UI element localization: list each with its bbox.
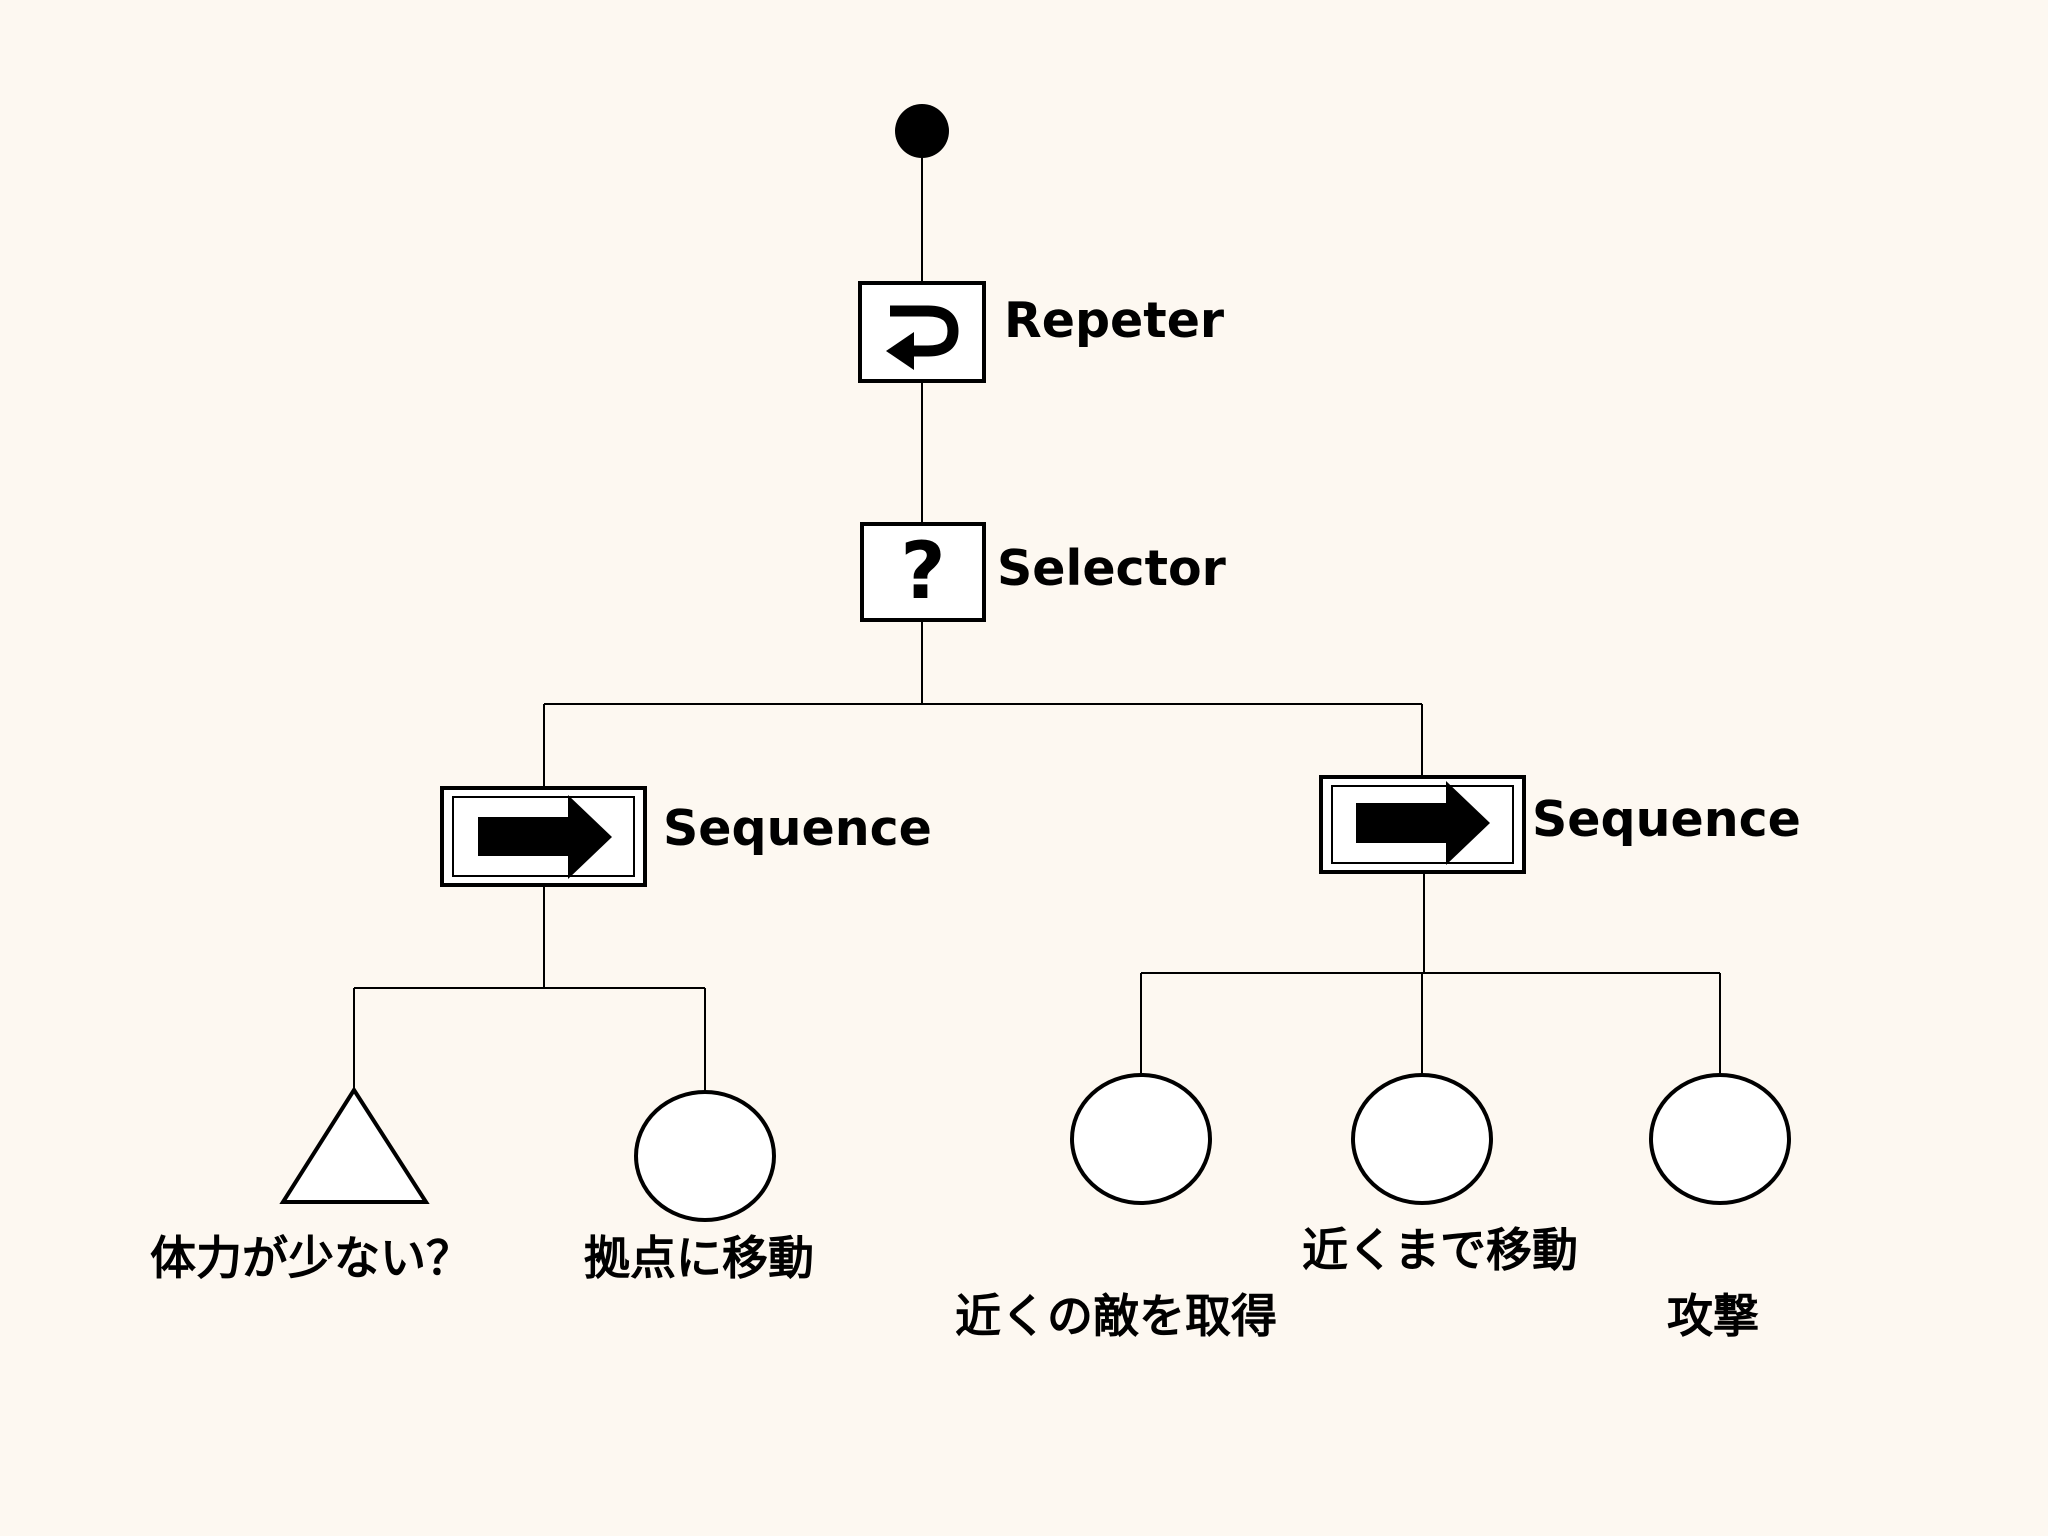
action-node-attack[interactable]	[1649, 1073, 1791, 1205]
right-arrow-icon	[1356, 781, 1490, 865]
selector-box	[860, 522, 986, 622]
selector-label: Selector	[997, 540, 1226, 597]
connector-lines	[353, 155, 1721, 1092]
sequence-left-label: Sequence	[663, 800, 932, 857]
edge-selector-sequences	[543, 620, 1423, 788]
repeater-node[interactable]	[858, 281, 986, 383]
action-node-move-to-base[interactable]	[634, 1090, 776, 1222]
repeater-box	[858, 281, 986, 383]
action-node-move-closer[interactable]	[1351, 1073, 1493, 1205]
sequence-right-node[interactable]	[1319, 775, 1526, 874]
loop-arrow-icon	[886, 305, 959, 370]
leaf-label-low-health: 体力が少ない？	[150, 1231, 472, 1285]
sequence-left-node[interactable]	[440, 786, 647, 887]
edge-right-sequence-children	[1140, 872, 1721, 1075]
leaf-label-move-to-base: 拠点に移動	[584, 1231, 814, 1285]
right-arrow-icon	[478, 795, 612, 879]
edge-left-sequence-children	[353, 885, 706, 1092]
leaf-label-attack: 攻撃	[1667, 1289, 1759, 1343]
action-node-get-nearby-enemy[interactable]	[1070, 1073, 1212, 1205]
question-mark-icon: ?	[900, 527, 945, 617]
sequence-right-label: Sequence	[1532, 791, 1801, 848]
root-node[interactable]	[895, 104, 949, 158]
leaf-label-move-closer: 近くまで移動	[1302, 1223, 1578, 1277]
condition-node-low-health[interactable]	[279, 1086, 430, 1204]
repeater-label: Repeter	[1004, 292, 1225, 349]
selector-node[interactable]: ?	[860, 522, 986, 622]
leaf-label-get-nearby-enemy: 近くの敵を取得	[955, 1289, 1277, 1343]
